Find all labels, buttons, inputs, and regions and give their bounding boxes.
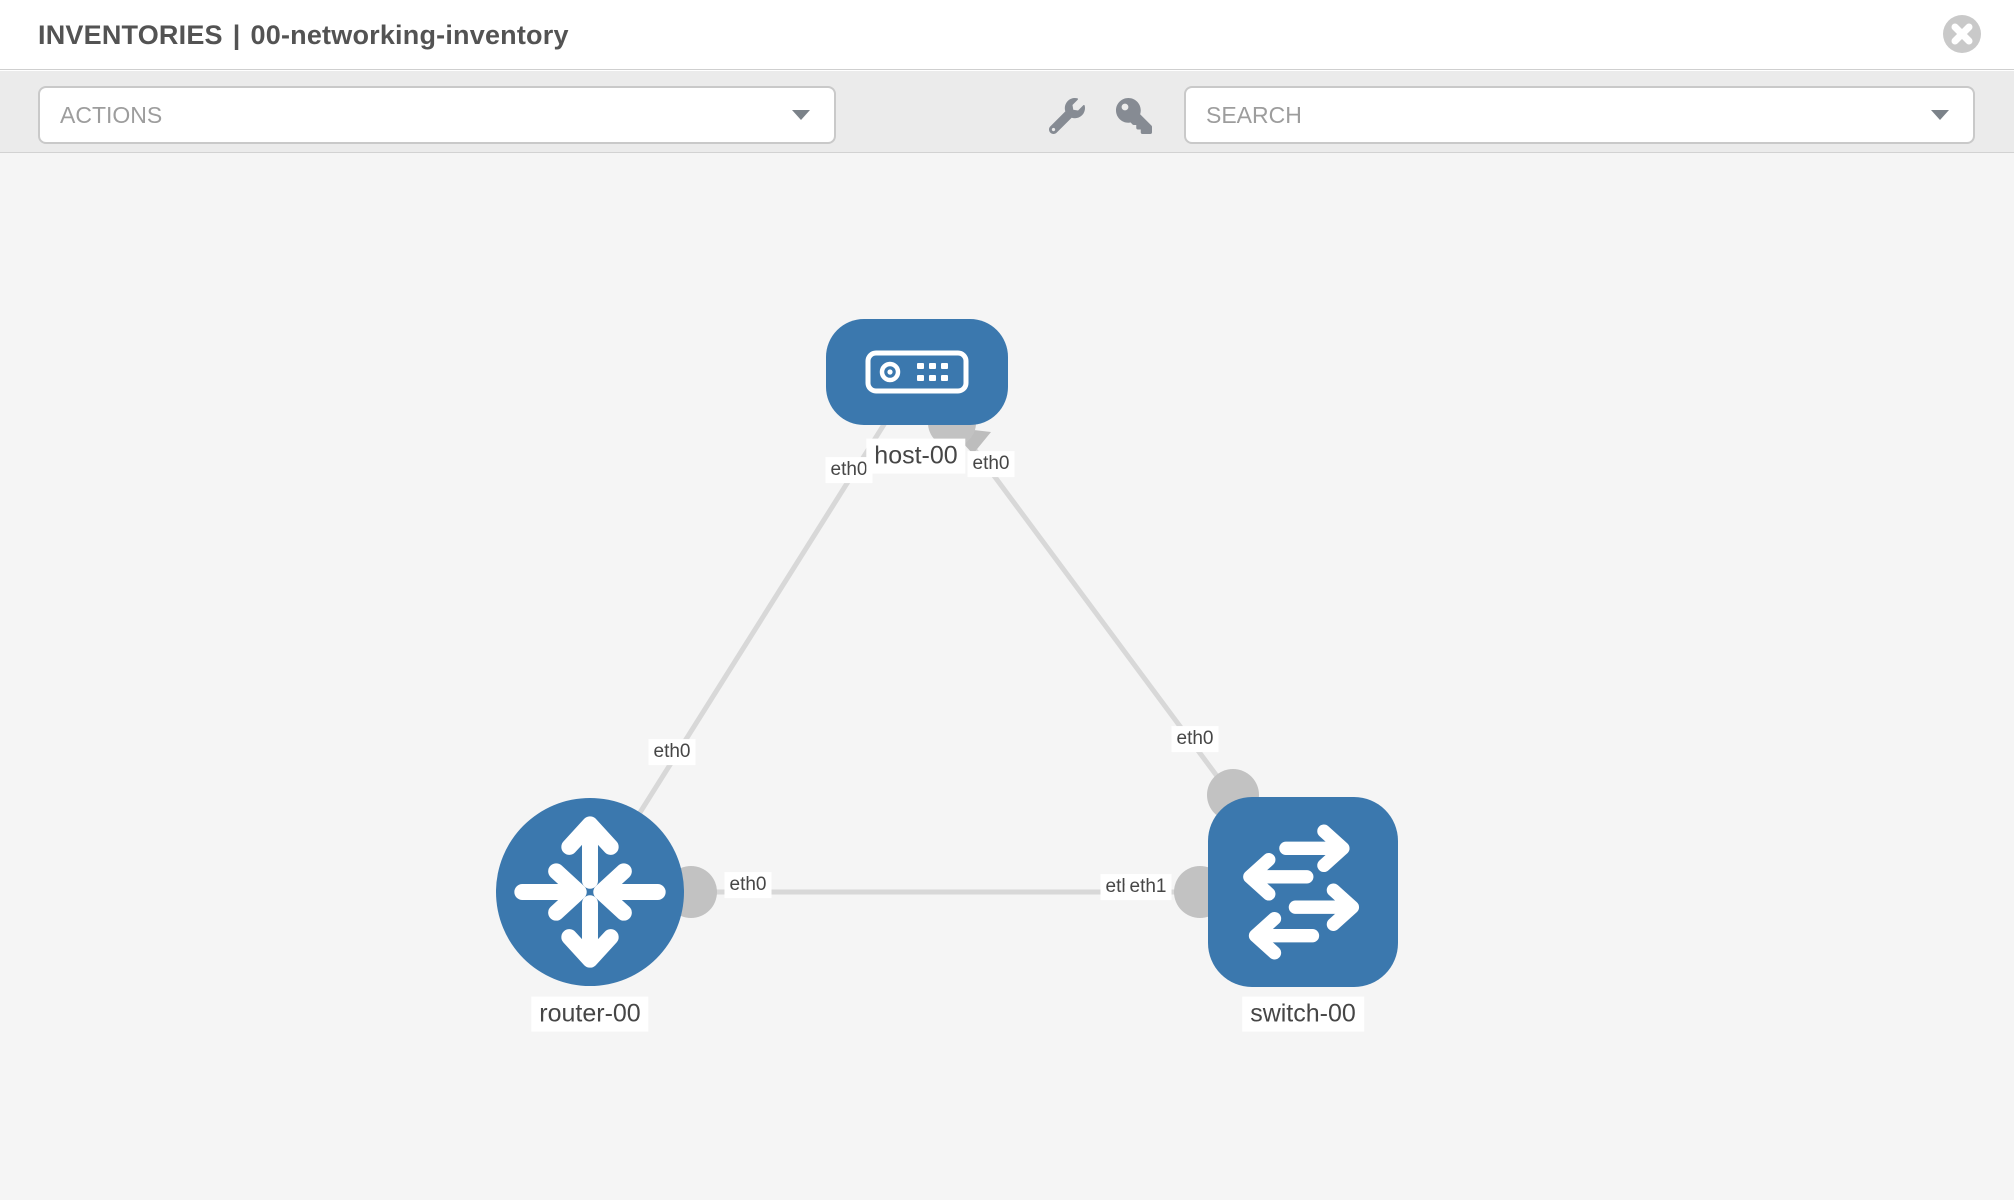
search-dropdown-label: SEARCH [1206, 101, 1302, 128]
if-label-router-eth0: eth0 [724, 872, 772, 898]
chevron-down-icon [1931, 110, 1949, 120]
toolbar: ACTIONS SEARCH [0, 71, 2014, 153]
close-button[interactable] [1943, 15, 1981, 53]
search-dropdown[interactable]: SEARCH [1184, 86, 1975, 144]
router-device-icon [514, 816, 666, 968]
page-title: INVENTORIES | 00-networking-inventory [38, 0, 569, 70]
node-host-00[interactable] [826, 319, 1008, 425]
key-icon [1116, 98, 1152, 134]
chevron-down-icon [792, 110, 810, 120]
header-bar: INVENTORIES | 00-networking-inventory [0, 0, 2014, 70]
actions-dropdown[interactable]: ACTIONS [38, 86, 836, 144]
node-label-switch-00: switch-00 [1242, 996, 1364, 1032]
close-icon [1943, 15, 1981, 53]
if-label-switch-eth1: eth1 [1124, 874, 1172, 900]
credentials-button[interactable] [1116, 98, 1152, 134]
wrench-icon [1048, 98, 1085, 135]
node-switch-00[interactable] [1208, 797, 1398, 987]
node-label-host-00: host-00 [866, 438, 966, 474]
actions-dropdown-label: ACTIONS [60, 101, 163, 128]
topology-canvas[interactable]: eth0 eth0 eth0 eth0 eth0 eth0 eth1 host-… [0, 153, 2014, 1200]
if-label-router-eth0-up: eth0 [648, 739, 696, 765]
page-title-section: INVENTORIES [38, 19, 223, 50]
switch-device-icon [1243, 824, 1360, 960]
node-router-00[interactable] [496, 798, 684, 986]
if-label-switch-eth0: eth0 [1171, 726, 1219, 752]
page-title-inventory: 00-networking-inventory [250, 19, 569, 50]
node-label-router-00: router-00 [531, 996, 649, 1032]
topology-links-layer [587, 370, 1306, 895]
if-label-host-eth0-right: eth0 [967, 451, 1015, 477]
host-device-icon [865, 350, 969, 394]
configure-button[interactable] [1048, 98, 1085, 135]
if-label-host-eth0-left: eth0 [825, 457, 873, 483]
page-title-separator: | [232, 19, 241, 50]
